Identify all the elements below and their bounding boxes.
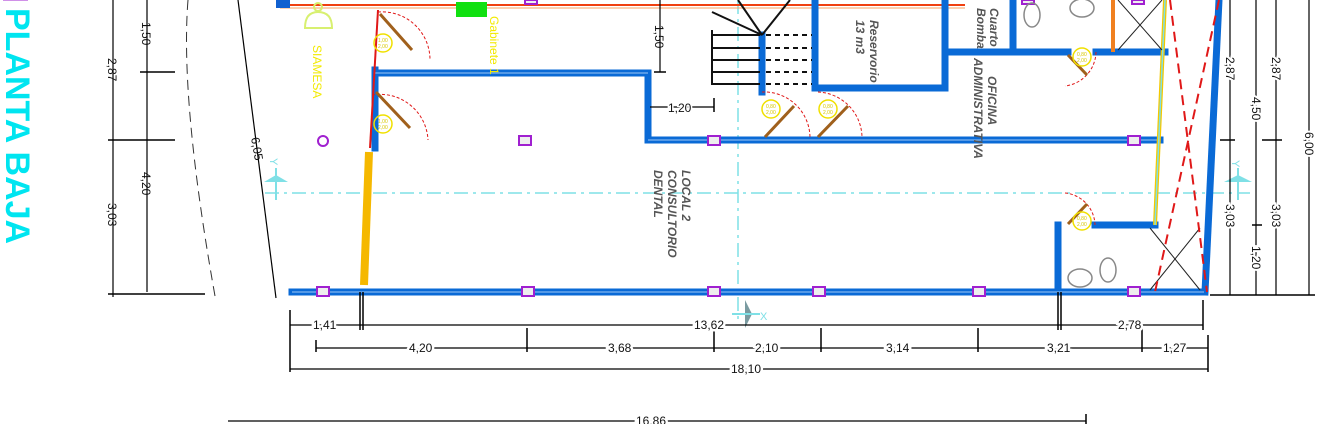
dim-bottom-total: 18,10 xyxy=(731,362,761,376)
door-tag-1: 1,002,00 xyxy=(373,33,393,53)
svg-text:2,00: 2,00 xyxy=(823,110,833,116)
svg-text:0,80: 0,80 xyxy=(766,104,776,110)
svg-text:2,00: 2,00 xyxy=(1077,58,1087,64)
dim-left-b: 4,20 xyxy=(139,172,153,196)
svg-text:0,80: 0,80 xyxy=(1077,216,1087,222)
siamesa-icon xyxy=(303,2,334,29)
outlet-boxes xyxy=(316,0,1145,297)
room-pump: Cuarto Bomba xyxy=(974,8,1001,49)
svg-text:DENTAL: DENTAL xyxy=(651,170,665,218)
svg-text:1,20: 1,20 xyxy=(1249,246,1263,270)
door-tag-3: 0,802,00 xyxy=(761,99,781,119)
dim-bottom-2-2: 2,10 xyxy=(755,341,779,355)
svg-text:Bomba: Bomba xyxy=(974,8,988,49)
svg-text:1,50: 1,50 xyxy=(652,25,666,49)
dim-diagonal: 6,05 xyxy=(248,136,266,162)
svg-text:Reservorio: Reservorio xyxy=(867,20,881,83)
label-cabinet: Gabinete 1 xyxy=(487,16,501,75)
walls xyxy=(288,0,1223,296)
dim-bottom-1-2: 2,78 xyxy=(1118,318,1142,332)
bottom-dimensions: 1,41 13,62 2,78 4,20 3,68 2,10 3,14 3,21… xyxy=(228,292,1209,424)
interior-dimensions: 1,50 1,20 xyxy=(650,0,715,117)
svg-text:Cuarto: Cuarto xyxy=(987,8,1001,47)
void-lines xyxy=(1154,0,1220,293)
svg-text:X: X xyxy=(760,311,768,323)
door-tag-6: 0,802,00 xyxy=(1072,211,1092,231)
room-local-2: LOCAL 2 CONSULTORIO DENTAL xyxy=(651,170,693,258)
room-reservoir: Reservorio 13 m3 xyxy=(853,20,881,83)
svg-text:2,00: 2,00 xyxy=(1077,222,1087,228)
left-dimensions: 1,50 4,20 2,87 3,03 6,05 xyxy=(105,0,277,299)
svg-text:LOCAL 2: LOCAL 2 xyxy=(679,170,693,221)
shaft-symbols xyxy=(1117,0,1201,291)
svg-text:Y: Y xyxy=(267,158,279,166)
dim-bottom-1-1: 13,62 xyxy=(694,318,724,332)
door-tag-2: 1,002,00 xyxy=(373,114,393,134)
dim-bottom-2-0: 4,20 xyxy=(409,341,433,355)
window-left xyxy=(360,151,373,286)
svg-text:OFICINA: OFICINA xyxy=(985,76,999,125)
svg-text:0,80: 0,80 xyxy=(1077,52,1087,58)
svg-text:3,03: 3,03 xyxy=(1223,204,1237,228)
svg-text:0,80: 0,80 xyxy=(823,104,833,110)
svg-text:6,00: 6,00 xyxy=(1302,132,1316,156)
svg-text:CONSULTORIO: CONSULTORIO xyxy=(665,170,679,258)
svg-text:ADMINISTRATIVA: ADMINISTRATIVA xyxy=(971,57,985,159)
svg-text:Y: Y xyxy=(1229,160,1241,168)
dim-bottom-lower: 16,86 xyxy=(636,414,666,424)
door-tag-5: 0,802,00 xyxy=(1072,47,1092,67)
svg-text:2,00: 2,00 xyxy=(378,125,388,131)
dim-bottom-2-4: 3,21 xyxy=(1047,341,1071,355)
svg-text:1,00: 1,00 xyxy=(378,119,388,125)
right-dimensions: 2,87 3,03 4,50 1,20 2,87 3,03 6,00 xyxy=(1210,0,1318,296)
svg-text:2,00: 2,00 xyxy=(378,44,388,50)
axis-y-marker-left: Y xyxy=(264,158,288,200)
doors xyxy=(371,11,1097,226)
plan-title: PLANTA BAJA xyxy=(0,8,36,244)
svg-text:4,50: 4,50 xyxy=(1249,97,1263,121)
room-office: OFICINA ADMINISTRATIVA xyxy=(971,57,999,159)
dim-bottom-1-0: 1,41 xyxy=(313,318,337,332)
svg-text:2,00: 2,00 xyxy=(766,110,776,116)
svg-text:3,03: 3,03 xyxy=(1269,204,1283,228)
dim-left-c: 2,87 xyxy=(105,58,119,82)
label-siamesa: SIAMESA xyxy=(310,45,324,98)
sanitary-fixtures xyxy=(1023,0,1117,288)
svg-text:1,20: 1,20 xyxy=(668,101,692,115)
stairs xyxy=(711,0,812,85)
fire-cabinet xyxy=(456,2,487,17)
door-tag-4: 0,802,00 xyxy=(818,99,838,119)
dim-bottom-2-1: 3,68 xyxy=(608,341,632,355)
dim-bottom-2-3: 3,14 xyxy=(886,341,910,355)
dim-left-a: 1,50 xyxy=(139,22,153,46)
axis-x-marker: X xyxy=(732,300,768,328)
dim-bottom-2-5: 1,27 xyxy=(1163,341,1187,355)
svg-text:2,87: 2,87 xyxy=(1223,57,1237,81)
axis-y-marker-right: Y xyxy=(1224,160,1252,200)
dim-left-d: 3,03 xyxy=(105,203,119,227)
svg-text:2,87: 2,87 xyxy=(1269,57,1283,81)
svg-text:13 m3: 13 m3 xyxy=(853,20,867,54)
svg-text:1,00: 1,00 xyxy=(378,38,388,44)
